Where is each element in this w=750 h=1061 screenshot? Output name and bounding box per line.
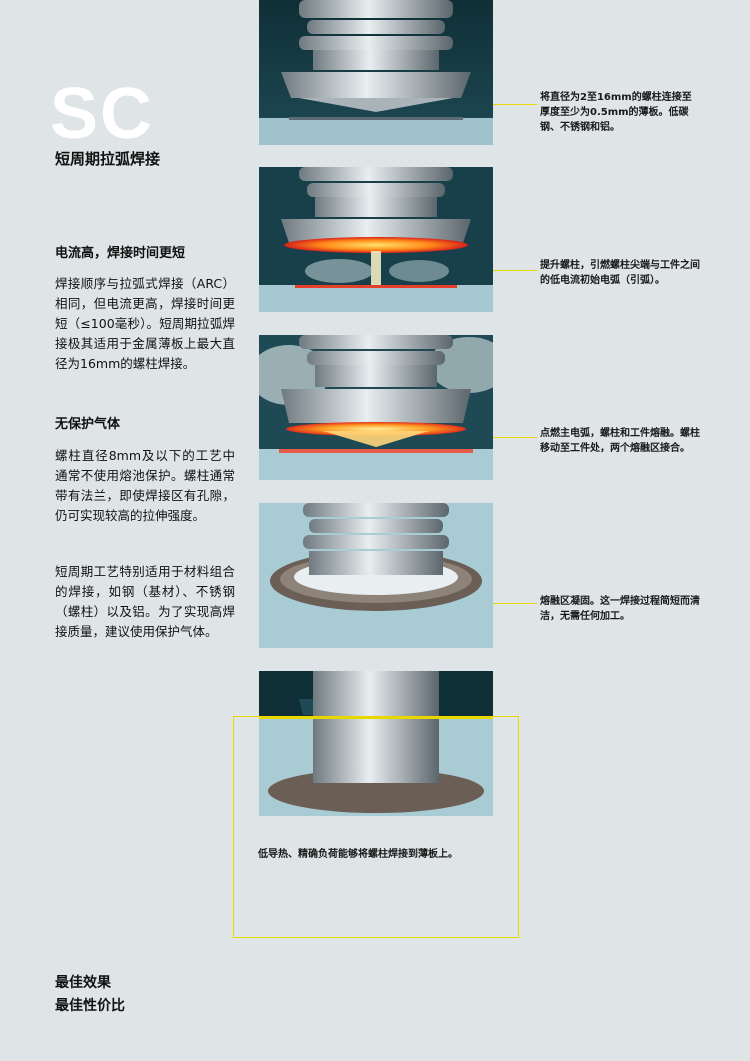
section-paragraph-current: 焊接顺序与拉弧式焊接（ARC）相同，但电流更高，焊接时间更短（≤100毫秒）。短… xyxy=(55,276,235,371)
step-1-caption: 将直径为2至16mm的螺柱连接至厚度至少为0.5mm的薄板。低碳钢、不锈钢和铝。 xyxy=(540,92,692,133)
section-heading-current: 电流高，焊接时间更短 xyxy=(55,246,186,261)
footer-line-best-result: 最佳效果 xyxy=(55,975,111,991)
step-1-callout-line xyxy=(493,104,537,105)
step-2-callout-line xyxy=(493,270,537,271)
result-frame xyxy=(233,716,519,938)
step-1-image xyxy=(259,0,493,145)
result-image xyxy=(259,671,493,816)
step-4-image xyxy=(259,503,493,648)
result-caption: 低导热、精确负荷能够将螺柱焊接到薄板上。 xyxy=(258,849,458,860)
step-4-callout-line xyxy=(493,603,537,604)
footer-line-best-value: 最佳性价比 xyxy=(55,998,125,1014)
step-4-caption: 熔融区凝固。这一焊接过程简短而清洁，无需任何加工。 xyxy=(540,596,700,622)
section-paragraph-materials: 短周期工艺特别适用于材料组合的焊接，如钢（基材）、不锈钢（螺柱）以及铝。为了实现… xyxy=(55,564,235,639)
sc-logo: SC xyxy=(50,74,155,154)
step-2-image xyxy=(259,167,493,312)
step-3-caption: 点燃主电弧，螺柱和工件熔融。螺柱移动至工件处，两个熔融区接合。 xyxy=(540,428,700,454)
step-3-callout-line xyxy=(493,437,537,438)
step-3-image xyxy=(259,335,493,480)
section-heading-no-gas: 无保护气体 xyxy=(55,417,121,432)
step-2-caption: 提升螺柱，引燃螺柱尖端与工件之间的低电流初始电弧（引弧）。 xyxy=(540,260,700,286)
section-paragraph-diameter: 螺柱直径8mm及以下的工艺中通常不使用熔池保护。螺柱通常带有法兰，即使焊接区有孔… xyxy=(55,448,235,523)
page-subtitle: 短周期拉弧焊接 xyxy=(55,150,161,168)
